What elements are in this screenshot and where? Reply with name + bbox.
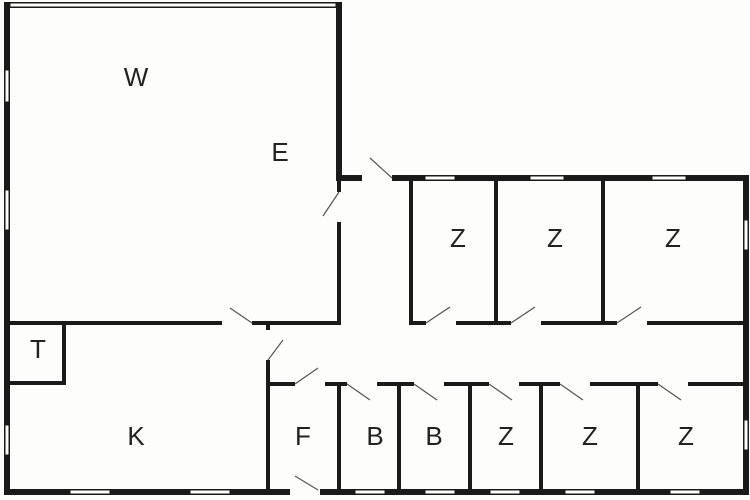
room-labels: W E Z Z Z T K F B B Z Z Z	[30, 62, 694, 451]
room-label-z: Z	[450, 223, 466, 253]
room-label-b: B	[366, 421, 383, 451]
door-openings	[222, 174, 688, 497]
room-label-k: K	[127, 421, 145, 451]
room-label-z: Z	[665, 223, 681, 253]
room-label-t: T	[30, 334, 46, 364]
room-label-z: Z	[498, 421, 514, 451]
room-label-b: B	[425, 421, 442, 451]
room-label-z: Z	[547, 223, 563, 253]
windows	[4, 2, 749, 495]
room-label-e: E	[271, 137, 288, 167]
room-label-z: Z	[678, 421, 694, 451]
room-label-z: Z	[582, 421, 598, 451]
room-label-w: W	[124, 62, 149, 92]
room-label-f: F	[295, 421, 311, 451]
door-swings	[229, 157, 682, 491]
